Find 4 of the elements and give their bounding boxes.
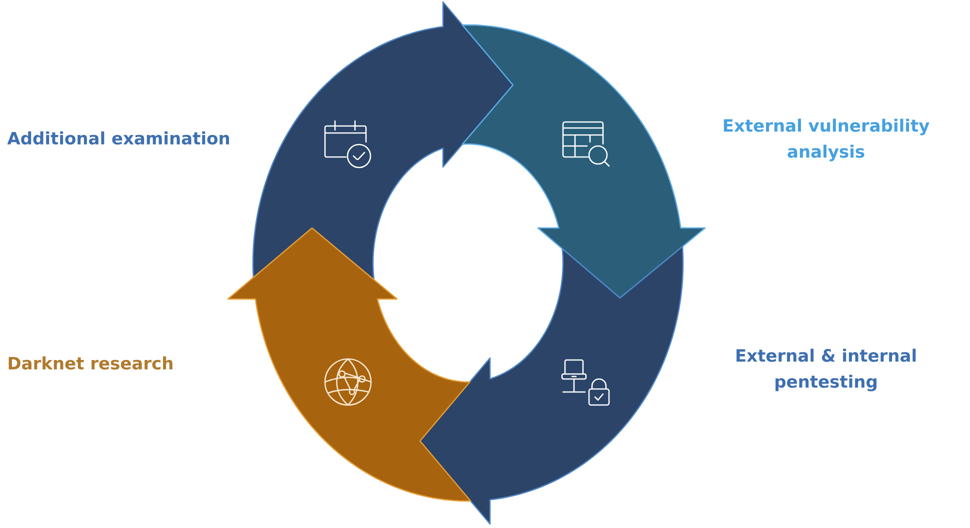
step-label: Darknet research <box>8 356 172 370</box>
step-label: Additional examination <box>7 131 229 145</box>
step-label: External vulnerability analysis <box>724 118 930 162</box>
step-label: External & internal pentesting <box>736 348 916 392</box>
